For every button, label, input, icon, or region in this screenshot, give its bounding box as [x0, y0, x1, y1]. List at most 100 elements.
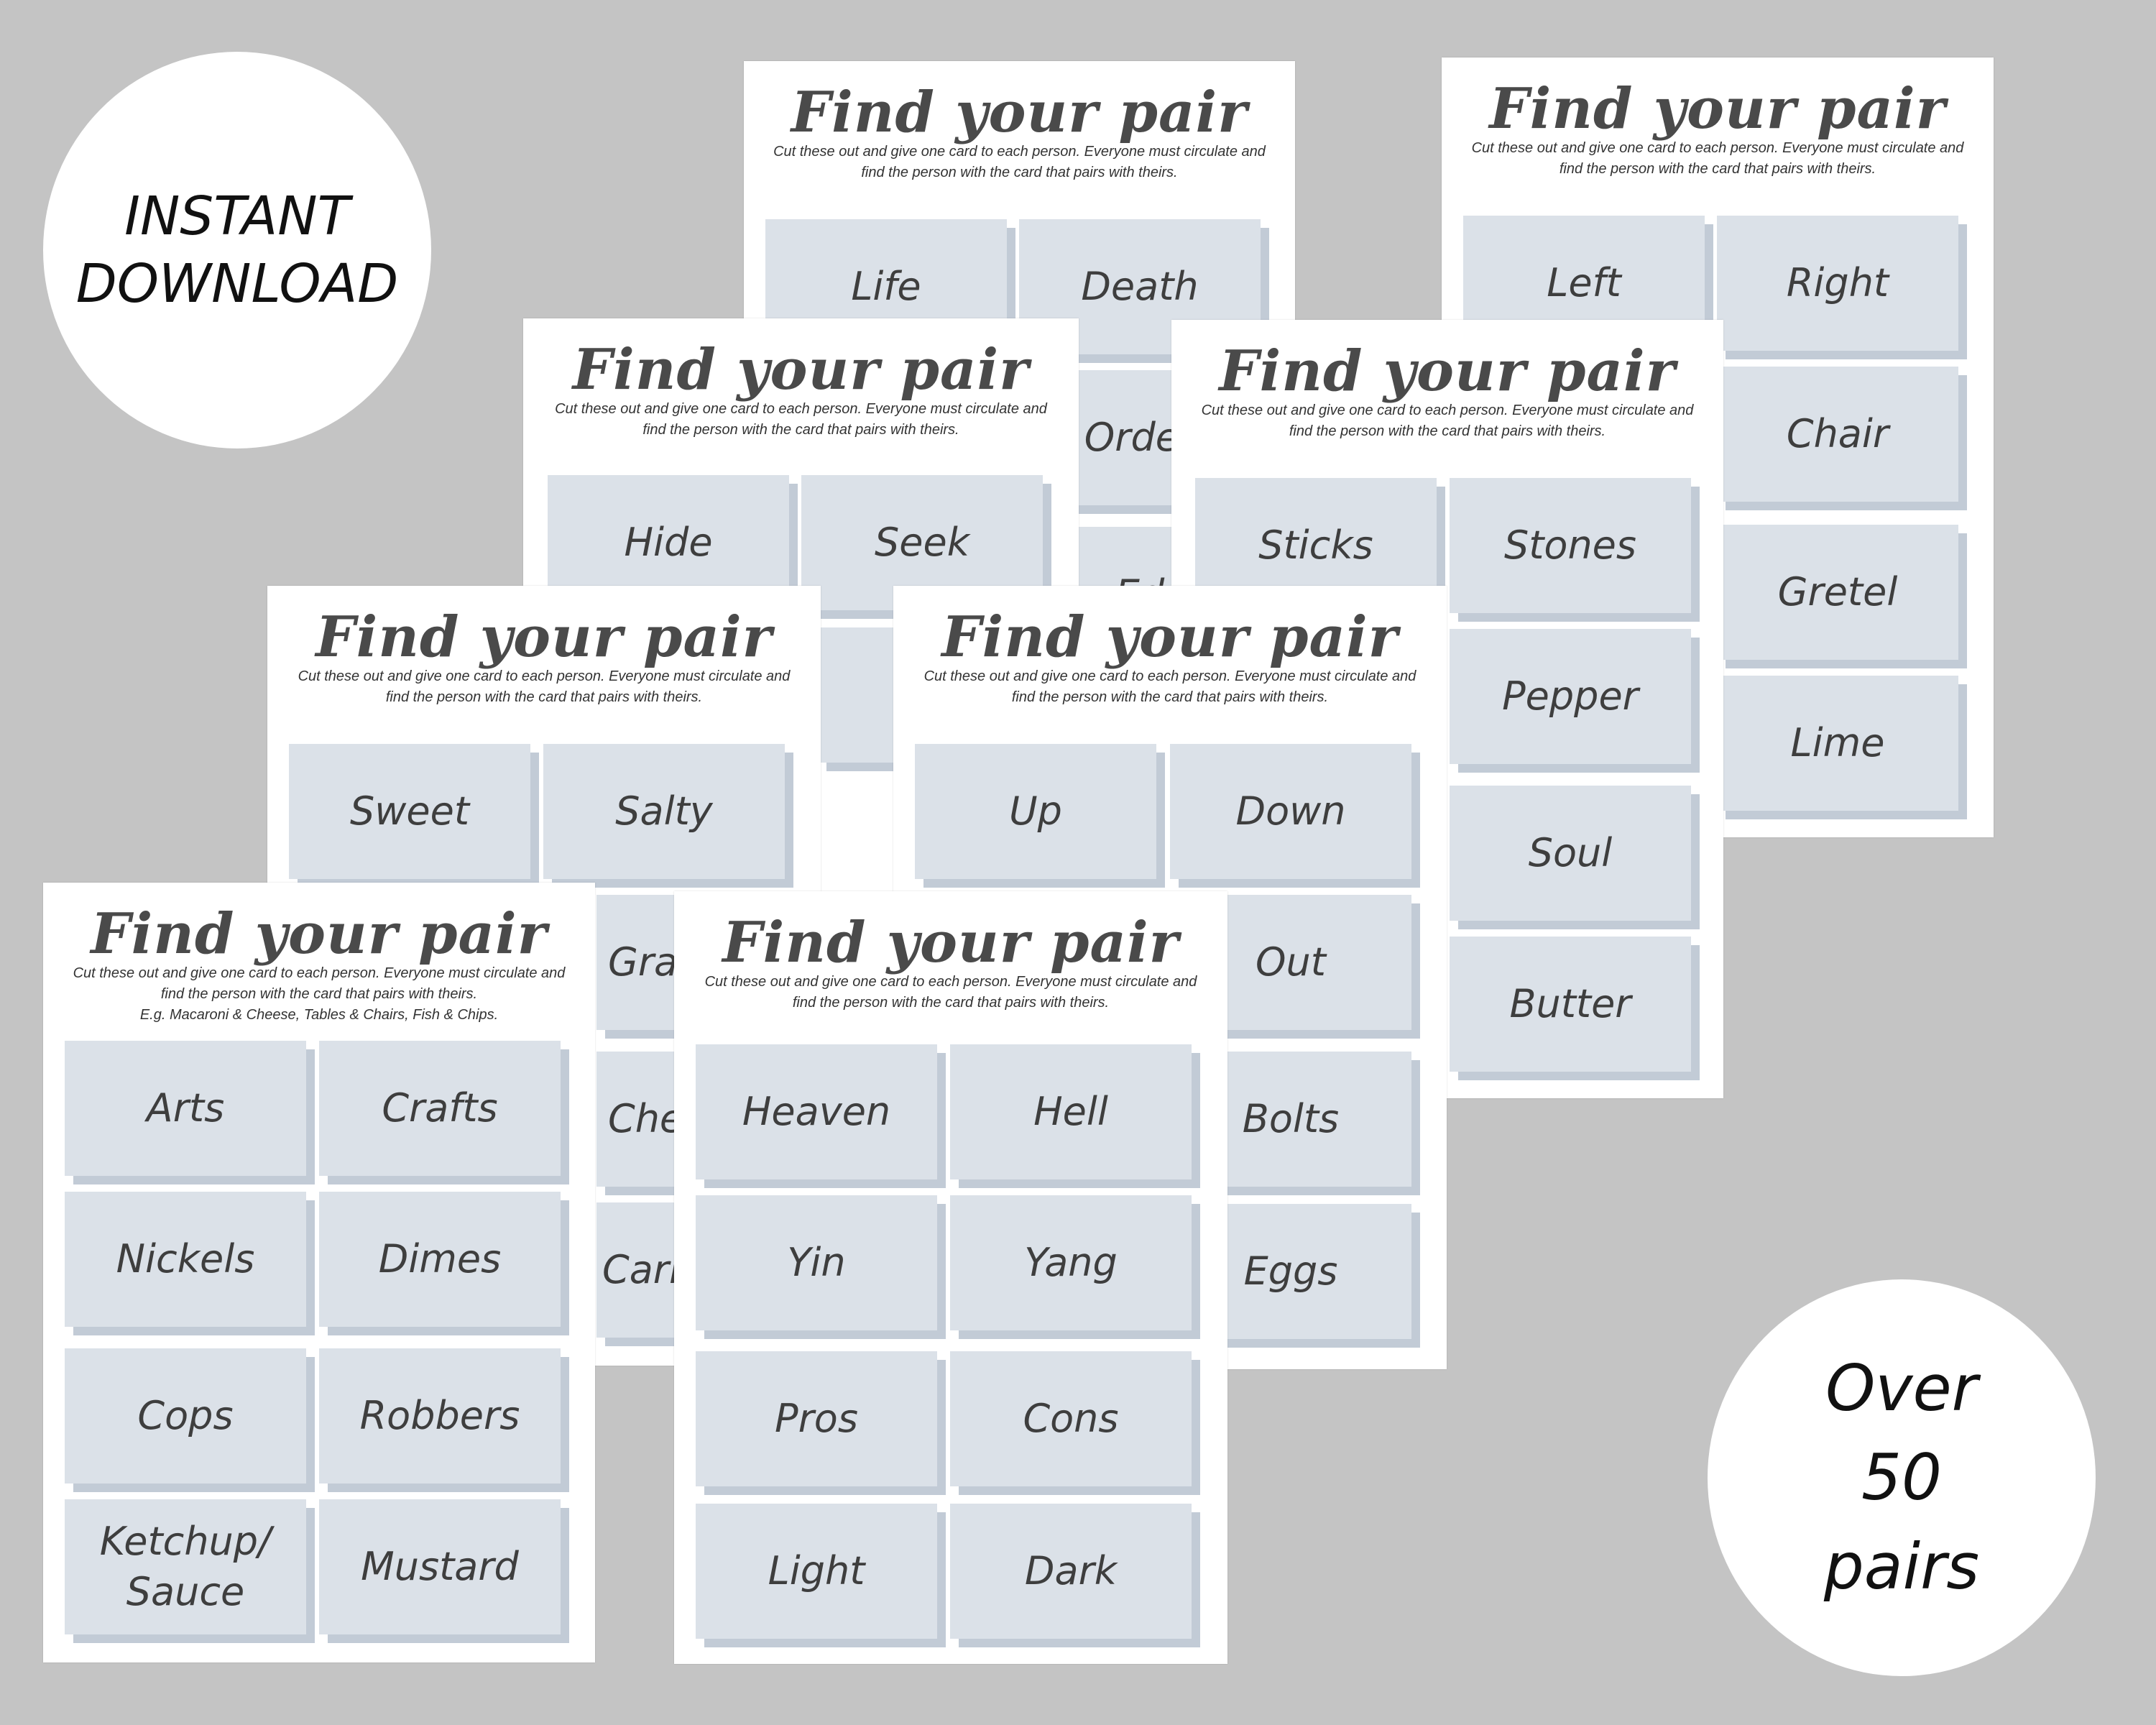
card-label: Stones [1503, 523, 1637, 568]
card-label: Soul [1528, 830, 1613, 875]
sheet-title: Find your pair [722, 910, 1179, 975]
card-label: Dimes [378, 1236, 502, 1282]
pair-card: Down [1170, 744, 1411, 879]
badge-line: DOWNLOAD [75, 253, 399, 315]
instructions-line: find the person with the card that pairs… [1559, 161, 1876, 177]
pair-card: Cons [950, 1351, 1192, 1486]
card-label: Sweet [349, 788, 470, 834]
pair-card: Light [696, 1504, 937, 1639]
card-label: Seek [875, 520, 969, 565]
card-label: Hell [1033, 1089, 1108, 1134]
over-50-pairs-badge: Over 50 pairs [1708, 1279, 2096, 1676]
sheet-title: Find your pair [315, 604, 773, 670]
pair-card: Pros [696, 1351, 937, 1486]
card-label: Lime [1790, 720, 1885, 765]
instructions-line: Cut these out and give one card to each … [1471, 140, 1964, 156]
pair-card: Gretel [1717, 525, 1958, 660]
pair-card: Salty [543, 744, 785, 879]
sheet-instructions: Cut these out and give one card to each … [688, 972, 1213, 1013]
card-label: Heaven [742, 1089, 891, 1134]
card-label: Bolts [1242, 1096, 1340, 1141]
card-label: Out [1256, 939, 1326, 985]
sheet-title: Find your pair [1489, 76, 1946, 142]
card-label: Ketchup/ Sauce [99, 1519, 272, 1614]
pair-card: Lime [1717, 676, 1958, 811]
card-label: Sticks [1258, 523, 1373, 568]
sheet-instructions: Cut these out and give one card to each … [908, 666, 1432, 708]
pair-card: Up [915, 744, 1156, 879]
card-label: Hide [624, 520, 713, 565]
instructions-line: find the person with the card that pairs… [861, 165, 1178, 180]
pair-card: Yang [950, 1195, 1192, 1330]
sheet-instructions: Cut these out and give one card to each … [1456, 138, 1979, 180]
pair-card: Nickels [65, 1192, 306, 1327]
pair-card: Hell [950, 1044, 1192, 1179]
badge-line: 50 [1861, 1440, 1942, 1514]
card-label: Butter [1509, 981, 1631, 1026]
pair-card: Right [1717, 216, 1958, 351]
pair-card: Mustard [319, 1499, 561, 1634]
instructions-line: Cut these out and give one card to each … [923, 668, 1416, 684]
pair-card: Robbers [319, 1348, 561, 1484]
instant-download-badge: INSTANT DOWNLOAD [43, 52, 431, 448]
worksheet-sticks-stones: Find your pair Cut these out and give on… [1171, 320, 1723, 1098]
sheet-title: Find your pair [941, 604, 1399, 670]
badge-line: INSTANT [124, 185, 350, 247]
pair-card: Crafts [319, 1041, 561, 1176]
card-label: Yang [1024, 1240, 1118, 1285]
sheet-title: Find your pair [791, 80, 1248, 145]
card-label: Life [851, 264, 921, 309]
instructions-line: Cut these out and give one card to each … [1201, 402, 1694, 418]
card-label: Right [1786, 260, 1889, 305]
pair-card: Arts [65, 1041, 306, 1176]
pair-card: Soul [1450, 786, 1691, 921]
badge-line: pairs [1823, 1530, 1980, 1604]
instructions-line: Cut these out and give one card to each … [773, 144, 1266, 160]
pair-card: Yin [696, 1195, 937, 1330]
pair-card: Butter [1450, 937, 1691, 1072]
card-label: Cops [137, 1393, 234, 1438]
worksheet-arts-crafts: Find your pair Cut these out and give on… [43, 883, 595, 1662]
card-label: Pros [775, 1396, 858, 1441]
instructions-line: find the person with the card that pairs… [1289, 423, 1606, 439]
card-label: Crafts [382, 1085, 498, 1131]
card-label: Arts [146, 1085, 225, 1131]
instructions-line: find the person with the card that pairs… [160, 986, 478, 1002]
card-label: Pepper [1502, 673, 1639, 719]
pair-card: Ketchup/ Sauce [65, 1499, 306, 1634]
pair-card: Pepper [1450, 629, 1691, 764]
card-label: Nickels [116, 1236, 255, 1282]
instructions-line: find the person with the card that pairs… [642, 422, 959, 438]
card-label: Cons [1023, 1396, 1119, 1441]
card-label: Chair [1786, 411, 1889, 456]
card-label: Salty [615, 788, 713, 834]
card-label: Left [1547, 260, 1621, 305]
card-label: Robbers [359, 1393, 520, 1438]
sheet-instructions: Cut these out and give one card to each … [282, 666, 806, 708]
sheet-instructions: Cut these out and give one card to each … [758, 142, 1281, 183]
card-label: Dark [1024, 1548, 1118, 1593]
pair-card: Dark [950, 1504, 1192, 1639]
sheet-instructions: Cut these out and give one card to each … [1186, 400, 1709, 442]
badge-line: Over [1825, 1351, 1978, 1425]
card-label: Carr [602, 1247, 686, 1292]
instructions-line: find the person with the card that pairs… [1011, 689, 1329, 705]
instructions-line: Cut these out and give one card to each … [298, 668, 791, 684]
worksheet-heaven-hell: Find your pair Cut these out and give on… [674, 891, 1227, 1664]
sheet-title: Find your pair [1219, 339, 1676, 404]
instructions-line: find the person with the card that pairs… [385, 689, 703, 705]
sheet-title: Find your pair [91, 901, 548, 967]
card-label: Gretel [1777, 569, 1898, 615]
instructions-line: Cut these out and give one card to each … [73, 965, 566, 981]
sheet-instructions: Cut these out and give one card to each … [538, 399, 1064, 441]
card-label: Mustard [361, 1544, 519, 1589]
card-label: Che [608, 1096, 684, 1141]
pair-card: Cops [65, 1348, 306, 1484]
sheet-instructions: Cut these out and give one card to each … [57, 963, 581, 1026]
card-label: Death [1081, 264, 1199, 309]
card-label: Down [1235, 788, 1346, 834]
sheet-title: Find your pair [572, 337, 1030, 402]
card-label: Eggs [1243, 1248, 1338, 1294]
card-label: Light [768, 1548, 865, 1593]
instructions-line: Cut these out and give one card to each … [555, 401, 1047, 417]
